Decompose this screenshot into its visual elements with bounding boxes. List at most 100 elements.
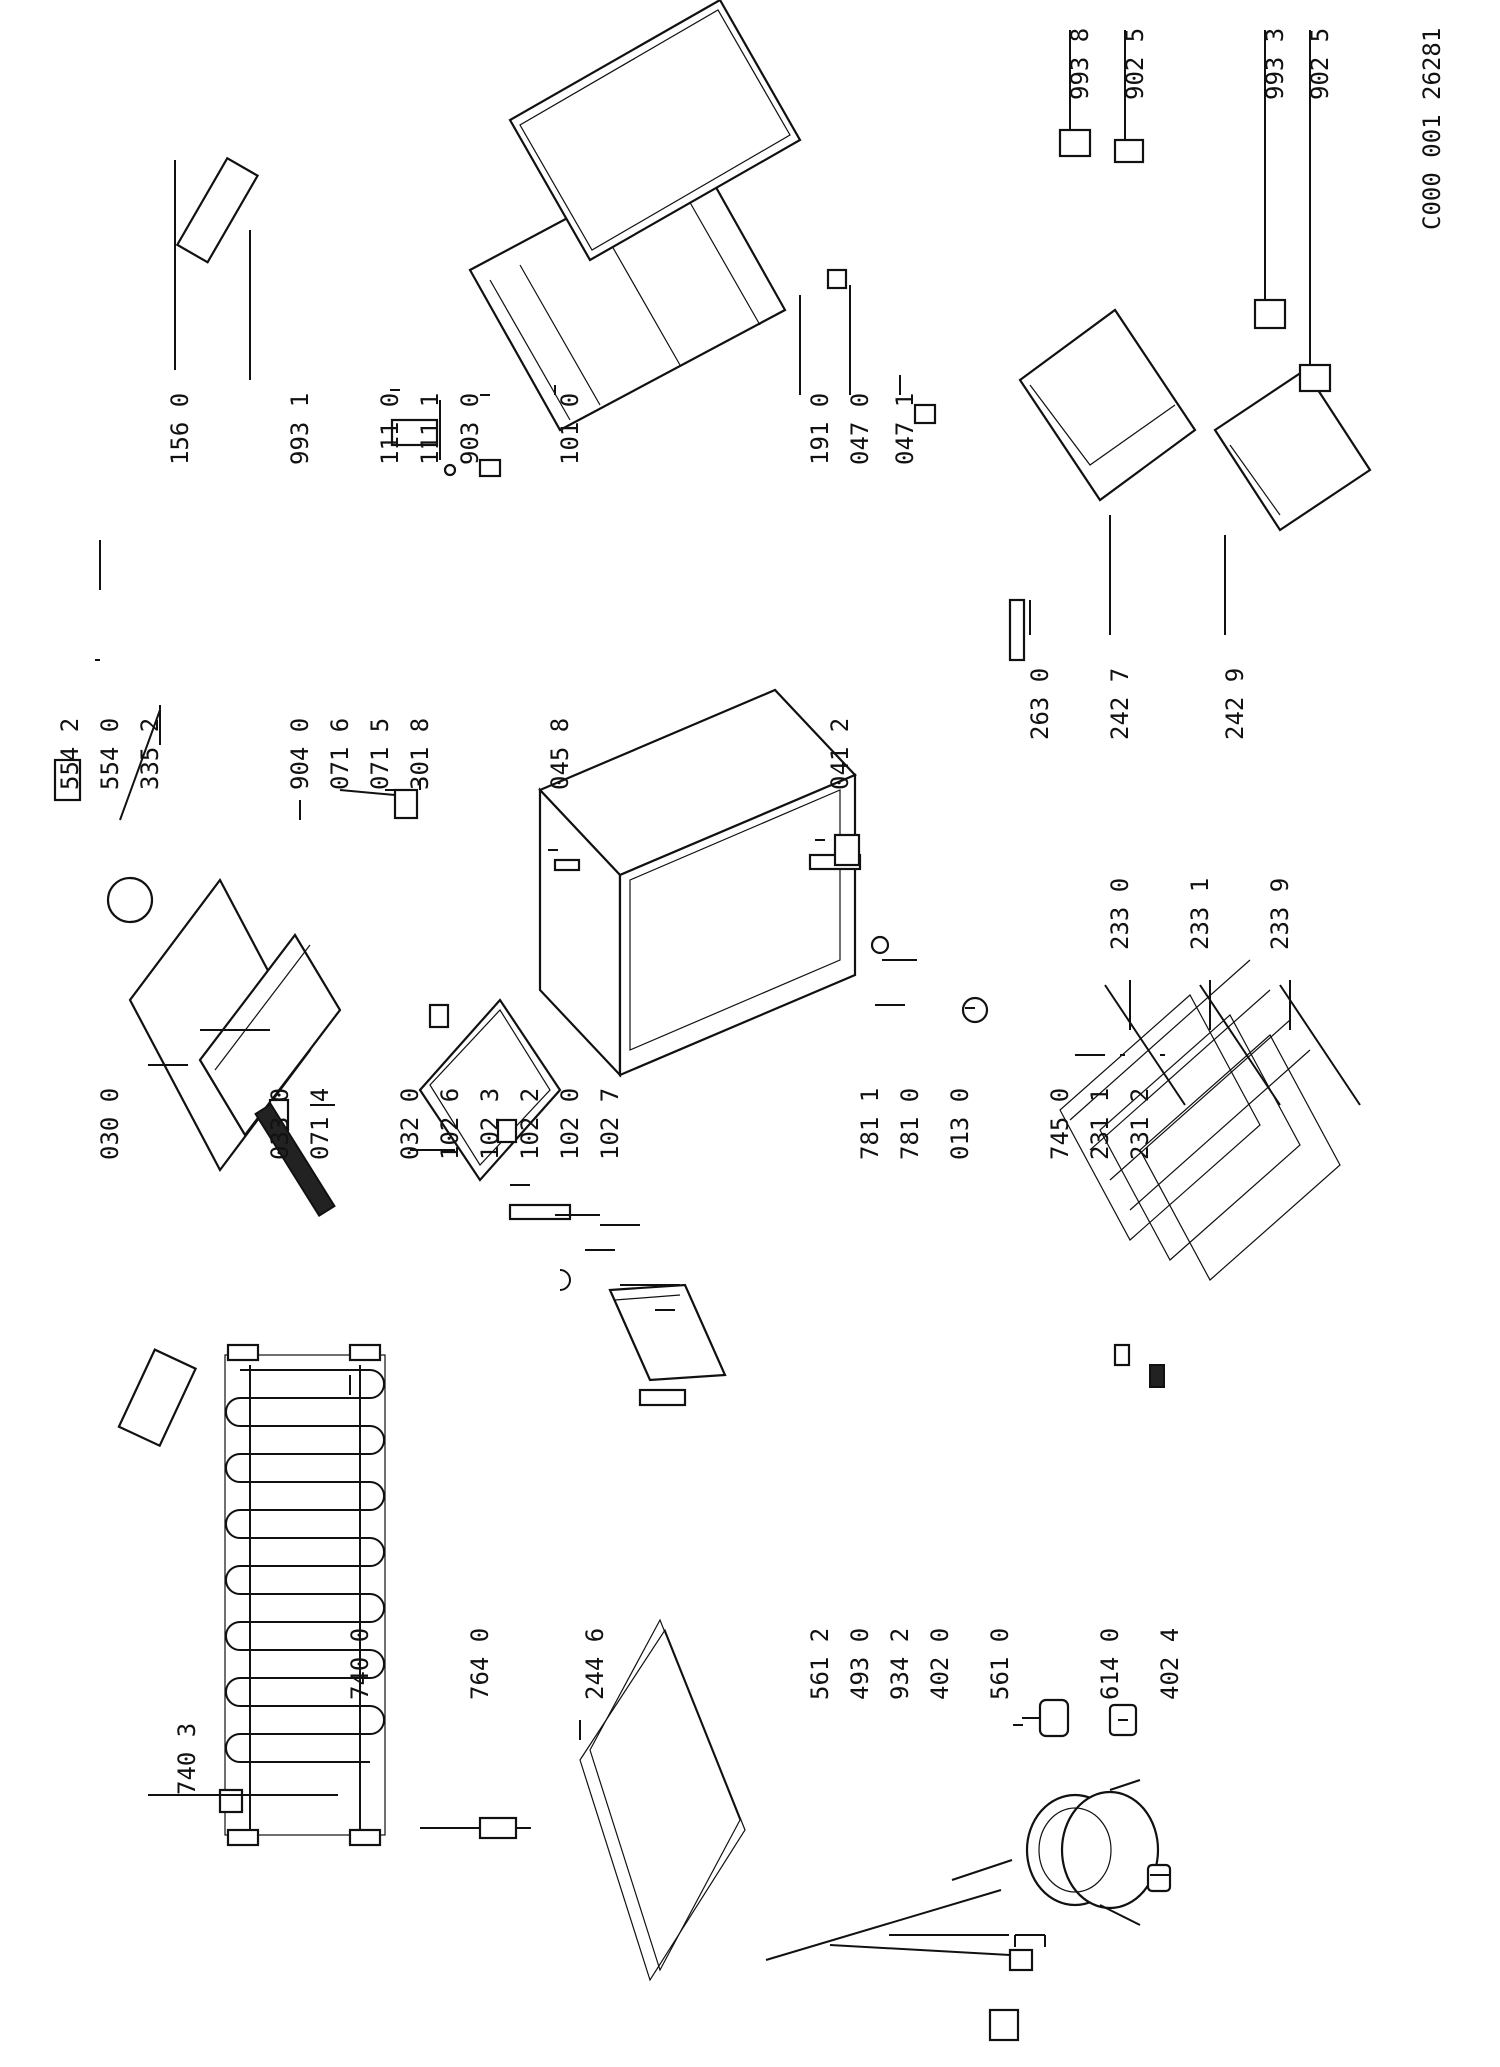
label-233-9: 233 9 <box>1266 878 1294 950</box>
part-561-2 <box>988 2008 1020 2042</box>
label-111-0: 111 0 <box>376 393 404 465</box>
part-047-1 <box>913 403 937 425</box>
part-071-6 <box>496 1118 518 1144</box>
label-764-0: 764 0 <box>466 1628 494 1700</box>
label-554-2: 554 2 <box>56 718 84 790</box>
part-047-0 <box>826 268 848 290</box>
part-993-8 <box>1058 128 1092 158</box>
label-301-8: 301 8 <box>406 718 434 790</box>
label-071-5: 071 5 <box>366 718 394 790</box>
freezer-door-compartment <box>608 1283 727 1382</box>
label-101-0: 101 0 <box>556 393 584 465</box>
label-047-0: 047 0 <box>846 393 874 465</box>
label-030-0: 030 0 <box>96 1088 124 1160</box>
door-frame <box>418 998 562 1182</box>
label-561-0: 561 0 <box>986 1628 1014 1700</box>
part-045-8 <box>553 858 581 872</box>
part-335-2 <box>119 709 161 821</box>
label-902-5a: 902 5 <box>1121 28 1149 100</box>
label-554-0: 554 0 <box>96 718 124 790</box>
label-993-8: 993 8 <box>1066 28 1094 100</box>
leader-lines <box>95 30 1311 1961</box>
part-263-0 <box>1008 598 1026 662</box>
part-902-5a <box>1113 138 1145 164</box>
label-191-0: 191 0 <box>806 393 834 465</box>
label-156-0: 156 0 <box>166 393 194 465</box>
label-102-3: 102 3 <box>476 1088 504 1160</box>
label-231-1: 231 1 <box>1086 1088 1114 1160</box>
part-071-5 <box>428 1003 450 1029</box>
part-402-4 <box>1146 1863 1172 1893</box>
door-gasket-strip <box>254 1102 336 1218</box>
part-013-0 <box>961 996 989 1024</box>
part-993-1 <box>175 156 260 264</box>
label-740-0: 740 0 <box>346 1628 374 1700</box>
label-335-2: 335 2 <box>136 718 164 790</box>
label-233-1: 233 1 <box>1186 878 1214 950</box>
part-781-1 <box>833 833 861 867</box>
label-745-0: 745 0 <box>1046 1088 1074 1160</box>
part-111-1 <box>443 463 457 477</box>
label-993-3: 993 3 <box>1261 28 1289 100</box>
label-904-0: 904 0 <box>286 718 314 790</box>
part-554-2 <box>53 758 82 802</box>
part-934-2 <box>1014 1934 1046 1947</box>
part-903-0 <box>478 458 502 478</box>
label-993-1: 993 1 <box>286 393 314 465</box>
label-233-0: 233 0 <box>1106 878 1134 950</box>
label-903-0: 903 0 <box>456 393 484 465</box>
part-993-3 <box>1253 298 1287 330</box>
insulation-sheet <box>589 1618 741 1972</box>
part-781-0 <box>870 935 890 955</box>
label-041-2: 041 2 <box>826 718 854 790</box>
label-244-6: 244 6 <box>581 1628 609 1700</box>
label-032-0: 032 0 <box>396 1088 424 1160</box>
label-614-0: 614 0 <box>1096 1628 1124 1700</box>
part-231-2 <box>1149 1364 1165 1388</box>
drawer-242-9 <box>1213 368 1372 532</box>
label-102-7: 102 7 <box>596 1088 624 1160</box>
label-561-2: 561 2 <box>806 1628 834 1700</box>
drawer-242-7 <box>1018 308 1197 502</box>
label-402-4: 402 4 <box>1156 1628 1184 1700</box>
label-402-0: 402 0 <box>926 1628 954 1700</box>
part-902-5b <box>1298 363 1332 393</box>
thermostat <box>106 876 154 924</box>
part-111-0 <box>390 418 439 447</box>
label-013-0: 013 0 <box>946 1088 974 1160</box>
part-231-1 <box>1113 1343 1131 1367</box>
label-071-6: 071 6 <box>326 718 354 790</box>
label-781-0: 781 0 <box>896 1088 924 1160</box>
label-111-1: 111 1 <box>416 393 444 465</box>
label-071-4: 071 4 <box>306 1088 334 1160</box>
label-740-3: 740 3 <box>173 1723 201 1795</box>
part-156-0 <box>117 1348 198 1448</box>
label-045-8: 045 8 <box>546 718 574 790</box>
condenser-coil <box>224 1343 386 1847</box>
label-102-0: 102 0 <box>556 1088 584 1160</box>
label-781-1: 781 1 <box>856 1088 884 1160</box>
part-493-0 <box>1008 1948 1034 1972</box>
compressor-relay <box>1022 1698 1070 1738</box>
callout-labels: 740 3 740 0 764 0 244 6 561 2 493 0 934 … <box>56 28 1446 1795</box>
part-102-2 <box>559 1269 571 1291</box>
label-493-0: 493 0 <box>846 1628 874 1700</box>
label-102-2: 102 2 <box>516 1088 544 1160</box>
part-102-6 <box>508 1203 572 1221</box>
part-740-3 <box>218 1788 244 1814</box>
label-902-5b: 902 5 <box>1306 28 1334 100</box>
part-102-7 <box>638 1388 687 1407</box>
rail-233-1 <box>1199 984 1281 1106</box>
part-301-8 <box>393 788 419 820</box>
label-934-2: 934 2 <box>886 1628 914 1700</box>
rail-233-9 <box>1279 984 1361 1106</box>
label-263-0: 263 0 <box>1026 668 1054 740</box>
label-033-0: 033 0 <box>266 1088 294 1160</box>
worktop <box>198 933 342 1137</box>
label-242-7: 242 7 <box>1106 668 1134 740</box>
cabinet-body <box>538 688 857 1078</box>
rail-233-0 <box>1104 984 1186 1106</box>
drawing-code: C000 001 26281 <box>1418 28 1446 230</box>
door-gasket <box>508 0 802 262</box>
